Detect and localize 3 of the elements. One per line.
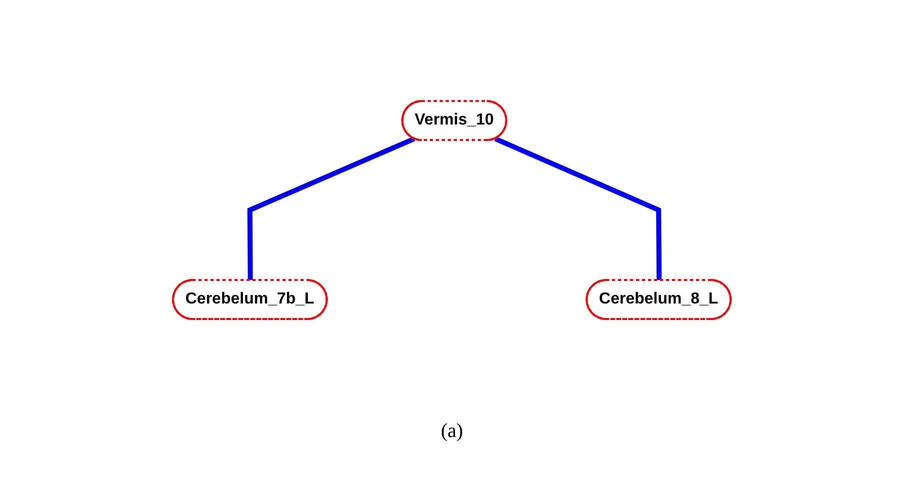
connector <box>248 136 416 280</box>
caption: (a) <box>440 420 464 442</box>
connector <box>494 136 662 280</box>
